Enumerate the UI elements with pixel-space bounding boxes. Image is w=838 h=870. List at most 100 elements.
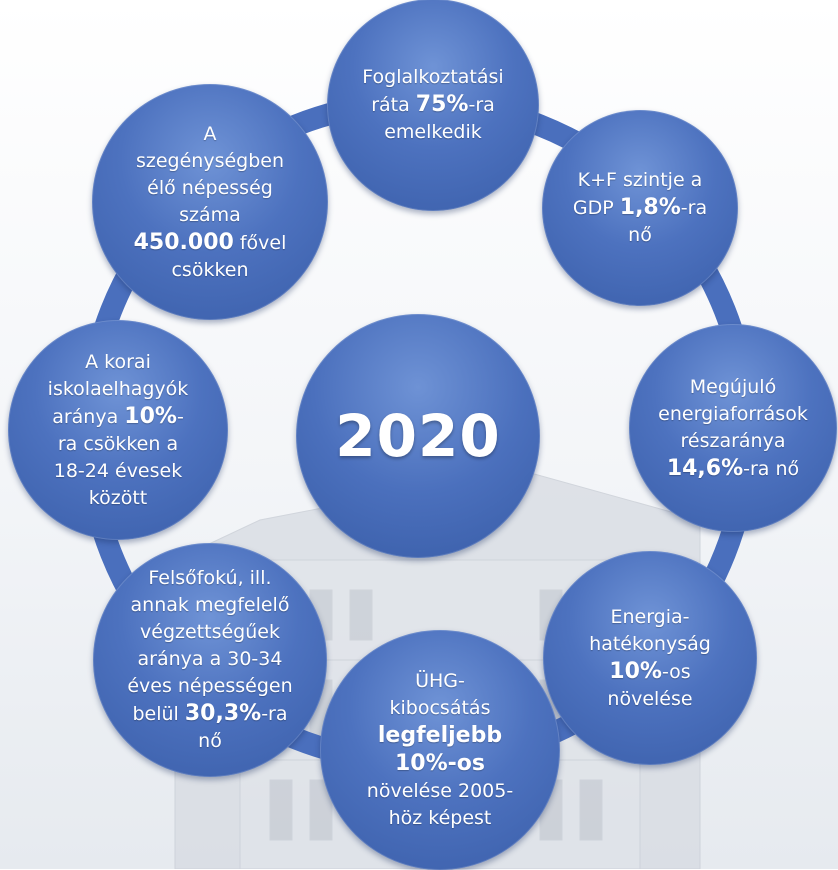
target-text-line: 18-24 évesek (48, 458, 189, 485)
target-circle-rnd: K+F szintje a GDP 1,8%-ra nő (542, 110, 738, 306)
target-text-line: legfeljebb (367, 722, 513, 750)
target-text-line: 10%-os (589, 658, 711, 686)
target-text-segment: A (203, 122, 217, 145)
target-text-segment: -ra nő (743, 457, 800, 480)
target-text-line: részaránya (658, 428, 808, 455)
target-highlight-value: 10%-os (395, 751, 485, 776)
center-year-label: 2020 (335, 402, 501, 470)
target-text-segment: - (176, 405, 184, 428)
target-text-segment: hatékonyság (589, 632, 711, 655)
target-text-line: nő (573, 222, 707, 249)
target-text-segment: -ra (680, 197, 708, 219)
target-text-segment: ra csökken a (57, 432, 179, 455)
target-text-segment: ráta (371, 94, 416, 116)
target-text-line: A (134, 121, 287, 148)
target-text-segment: -ra (468, 94, 495, 116)
target-text-tertiary: Felsőfokú, ill.annak megfelelő végzettség… (127, 565, 292, 755)
target-text-line: iskolaelhagyók (48, 376, 189, 403)
target-text-segment: annak megfelelő (130, 594, 290, 616)
target-text-segment: élő népesség (147, 176, 273, 199)
target-text-segment: növelése (607, 687, 693, 710)
target-text-segment: kibocsátás (389, 697, 491, 719)
target-text-line: ráta 75%-ra (362, 91, 503, 119)
target-text-segment: belül (132, 703, 185, 725)
target-text-line: ÜHG- (367, 668, 513, 695)
target-text-segment: emelkedik (384, 121, 482, 143)
target-text-segment: növelése 2005- (366, 780, 514, 802)
target-text-line: Energia- (589, 604, 711, 631)
target-text-line: 14,6%-ra nő (658, 455, 808, 483)
target-text-line: éves népességen (127, 673, 292, 700)
target-highlight-value: 75% (415, 92, 469, 117)
target-text-line: K+F szintje a (573, 167, 707, 194)
target-text-line: aránya 10%- (48, 403, 189, 431)
target-text-line: annak megfelelő (127, 592, 292, 619)
target-text-segment: -os (661, 660, 691, 683)
target-text-segment: között (88, 486, 148, 509)
target-text-segment: nő (628, 224, 652, 246)
target-text-line: höz képest (367, 805, 513, 832)
target-text-segment: fővel (233, 231, 287, 254)
target-text-line: növelése 2005- (367, 778, 513, 805)
target-text-segment: nő (198, 730, 222, 752)
target-text-segment: GDP (572, 197, 620, 219)
target-text-line: száma (134, 202, 287, 229)
target-text-line: kibocsátás (367, 695, 513, 722)
target-text-line: csökken (134, 257, 287, 284)
target-text-line: Felsőfokú, ill. (127, 565, 292, 592)
target-text-line: között (48, 485, 189, 512)
target-text-line: végzettségűek (127, 619, 292, 646)
target-text-segment: A korai (85, 350, 151, 373)
target-text-segment: száma (179, 203, 241, 226)
target-text-line: ra csökken a (48, 431, 189, 458)
target-text-line: növelése (589, 686, 711, 713)
target-text-segment: aránya (52, 405, 125, 428)
target-text-line: emelkedik (362, 119, 503, 146)
target-text-segment: ÜHG- (415, 670, 465, 692)
target-text-segment: csökken (171, 258, 249, 281)
target-text-segment: részaránya (680, 429, 786, 452)
target-text-rnd: K+F szintje a GDP 1,8%-ra nő (573, 167, 707, 249)
target-text-segment: energiaforrások (658, 402, 808, 425)
target-text-segment: éves népességen (127, 675, 293, 697)
target-highlight-value: 450.000 (133, 229, 234, 255)
target-text-segment: szegénységben (135, 149, 285, 172)
target-text-renewable: Megújuló energiaforrások részaránya 14,6%-r… (658, 374, 808, 483)
target-circle-tertiary: Felsőfokú, ill.annak megfelelő végzettség… (93, 543, 327, 777)
target-text-line: A korai (48, 349, 189, 376)
target-text-line: belül 30,3%-ra (127, 700, 292, 728)
target-text-line: energiaforrások (658, 401, 808, 428)
target-text-segment: -ra (261, 703, 288, 725)
target-text-line: Megújuló (658, 374, 808, 401)
target-text-line: szegénységben (134, 148, 287, 175)
target-text-segment: höz képest (388, 807, 492, 829)
target-text-line: Foglalkoztatási (362, 64, 503, 91)
target-text-segment: aránya a 30-34 (137, 648, 283, 670)
target-highlight-value: 30,3% (184, 701, 262, 726)
target-highlight-value: 10% (609, 658, 662, 684)
target-text-line: élő népesség (134, 175, 287, 202)
target-text-line: hatékonyság (589, 631, 711, 658)
target-text-segment: K+F szintje a (577, 169, 703, 191)
target-text-line: aránya a 30-34 (127, 646, 292, 673)
target-text-line: 10%-os (367, 750, 513, 778)
target-text-segment: 18-24 évesek (53, 459, 183, 482)
target-text-segment: Megújuló (689, 375, 777, 398)
target-highlight-value: 14,6% (666, 455, 744, 481)
target-text-segment: végzettségűek (140, 621, 280, 643)
target-text-segment: Foglalkoztatási (362, 66, 504, 88)
target-text-segment: iskolaelhagyók (47, 377, 189, 400)
target-text-segment: Energia- (610, 605, 690, 628)
target-text-line: 450.000 fővel (134, 229, 287, 257)
target-highlight-value: 10% (124, 403, 177, 429)
target-text-line: nő (127, 728, 292, 755)
target-highlight-value: 1,8% (619, 195, 681, 220)
